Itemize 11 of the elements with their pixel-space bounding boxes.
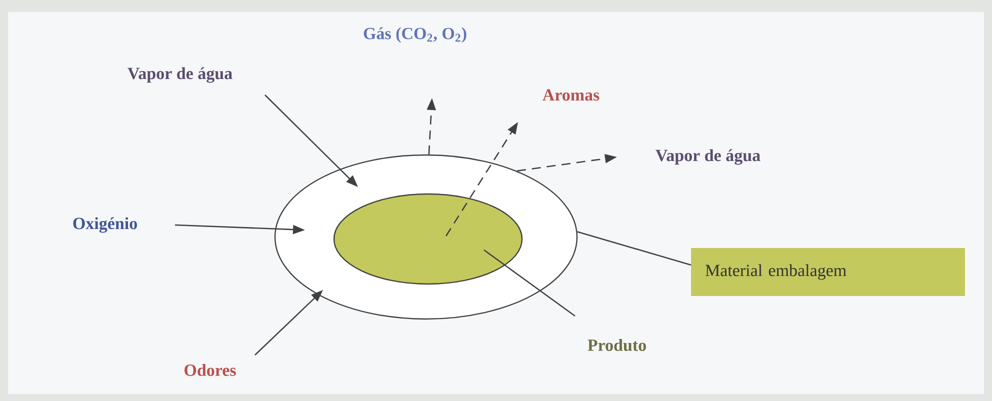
label: Gás (CO$_{2}$, O$_{2}$) bbox=[364, 27, 466, 43]
label: Aromas bbox=[542, 89, 600, 101]
leader-line bbox=[484, 249, 576, 317]
label: Odores bbox=[184, 364, 236, 376]
label: Vapor de água bbox=[656, 149, 760, 165]
label: Vapor de água bbox=[128, 67, 232, 83]
label: Produto bbox=[588, 339, 646, 351]
label-box: Material embalagem bbox=[691, 248, 965, 296]
leader-line bbox=[577, 231, 692, 266]
product-ellipse bbox=[333, 193, 523, 285]
label: Oxigénio bbox=[73, 217, 137, 233]
